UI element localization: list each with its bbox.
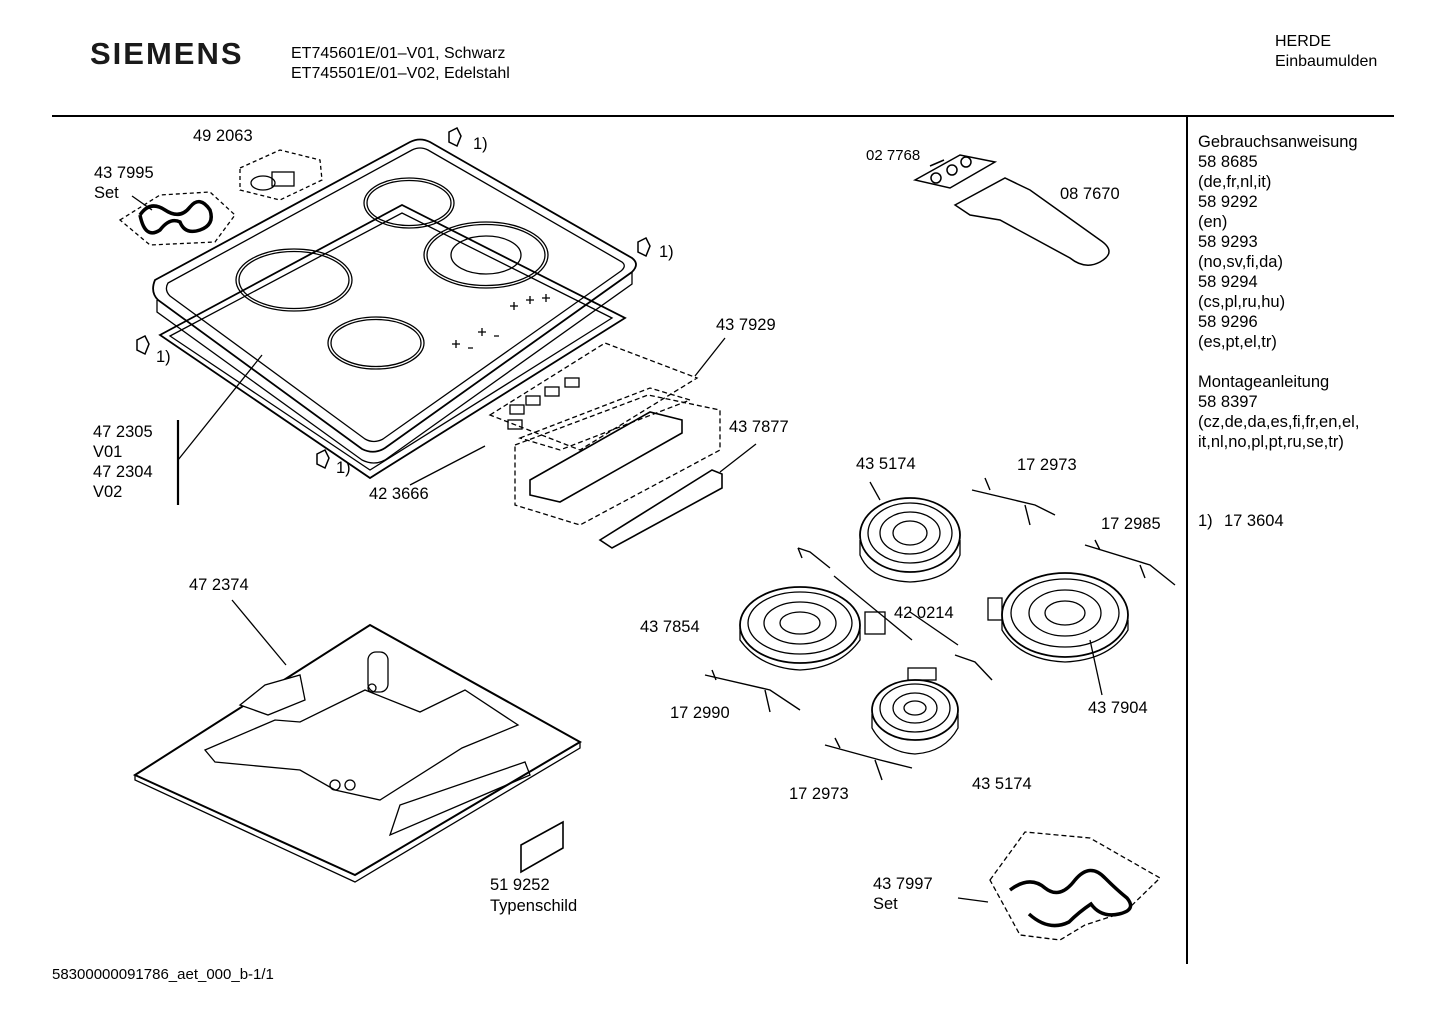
manual-langs: (no,sv,fi,da) xyxy=(1198,253,1283,271)
sidebar-footnote-ref: 1) xyxy=(1198,512,1213,530)
connector-part-icon xyxy=(239,149,323,201)
footnote-ref: 1) xyxy=(336,459,351,477)
part-label: 51 9252 xyxy=(490,876,550,894)
part-label: 43 7877 xyxy=(729,418,789,436)
part-label: 08 7670 xyxy=(1060,185,1120,203)
install-langs: (cz,de,da,es,fi,fr,en,el, xyxy=(1198,413,1360,431)
part-label: 49 2063 xyxy=(193,127,253,145)
manual-langs: (de,fr,nl,it) xyxy=(1198,173,1272,191)
manual-number: 58 9294 xyxy=(1198,273,1258,291)
part-label: 43 7854 xyxy=(640,618,700,636)
manual-langs: (cs,pl,ru,hu) xyxy=(1198,293,1286,311)
part-label: 17 2990 xyxy=(670,704,730,722)
clip-icon xyxy=(136,126,651,470)
manual-langs: (en) xyxy=(1198,213,1228,231)
manual-number: 58 9293 xyxy=(1198,233,1258,251)
part-label-set: Set xyxy=(873,895,898,913)
part-label: 47 2304 xyxy=(93,463,153,481)
sidebar-divider xyxy=(1186,117,1188,964)
brand-logo: SIEMENS xyxy=(90,36,244,71)
header-divider xyxy=(52,115,1394,117)
install-title: Montageanleitung xyxy=(1198,373,1330,391)
part-variant: V02 xyxy=(93,483,123,501)
bracket-icon xyxy=(704,477,1176,781)
part-label: 42 3666 xyxy=(369,485,429,503)
radiant-heater-icon xyxy=(859,497,961,583)
category-line-2: Einbaumulden xyxy=(1275,53,1378,70)
part-label: 43 5174 xyxy=(972,775,1032,793)
manual-number: 58 8685 xyxy=(1198,153,1258,171)
part-label: 43 5174 xyxy=(856,455,916,473)
manual-langs: (es,pt,el,tr) xyxy=(1198,333,1277,351)
bottom-tray-icon xyxy=(132,623,583,883)
part-label: 43 7997 xyxy=(873,875,933,893)
scraper-icon xyxy=(912,154,1110,266)
control-board-icon xyxy=(488,342,721,526)
sidebar-manuals: Gebrauchsanweisung 58 8685 (de,fr,nl,it)… xyxy=(1198,132,1359,452)
install-number: 58 8397 xyxy=(1198,393,1258,411)
model-line-1: ET745601E/01–V01, Schwarz xyxy=(291,45,506,62)
radiant-heater-icon xyxy=(739,586,861,671)
part-label: 47 2374 xyxy=(189,576,249,594)
part-variant: V01 xyxy=(93,443,123,461)
part-label: 17 2985 xyxy=(1101,515,1161,533)
category-line-1: HERDE xyxy=(1275,33,1332,50)
control-strip-icon xyxy=(598,469,723,549)
type-plate-icon xyxy=(520,820,564,874)
part-label: 02 7768 xyxy=(866,147,921,164)
radiant-heater-icon xyxy=(1001,572,1129,663)
seal-frame-icon xyxy=(158,203,627,480)
heating-element-set-icon xyxy=(118,191,236,246)
part-label-set: Set xyxy=(94,184,119,202)
manual-number: 58 9296 xyxy=(1198,313,1258,331)
manual-number: 58 9292 xyxy=(1198,193,1258,211)
connector-block-icon xyxy=(864,611,886,635)
heating-element-set-icon xyxy=(989,831,1162,941)
part-label: 43 7929 xyxy=(716,316,776,334)
model-line-2: ET745501E/01–V02, Edelstahl xyxy=(291,65,510,82)
footnote-ref: 1) xyxy=(473,135,488,153)
manual-title: Gebrauchsanweisung xyxy=(1198,133,1358,151)
sidebar-footnote-part: 17 3604 xyxy=(1224,512,1284,530)
connector-block-icon xyxy=(987,597,1003,621)
part-label: 43 7995 xyxy=(94,164,154,182)
radiant-heater-icon xyxy=(871,667,959,755)
part-label: 47 2305 xyxy=(93,423,153,441)
part-label: 42 0214 xyxy=(894,604,954,622)
part-label: 17 2973 xyxy=(1017,456,1077,474)
install-langs: it,nl,no,pl,pt,ru,se,tr) xyxy=(1198,433,1344,451)
part-label: 17 2973 xyxy=(789,785,849,803)
footnote-ref: 1) xyxy=(156,348,171,366)
document-id: 58300000091786_aet_000_b-1/1 xyxy=(52,966,274,983)
part-name: Typenschild xyxy=(490,897,578,915)
part-label: 43 7904 xyxy=(1088,699,1148,717)
footnote-ref: 1) xyxy=(659,243,674,261)
cooktop-glass-icon xyxy=(152,138,637,464)
